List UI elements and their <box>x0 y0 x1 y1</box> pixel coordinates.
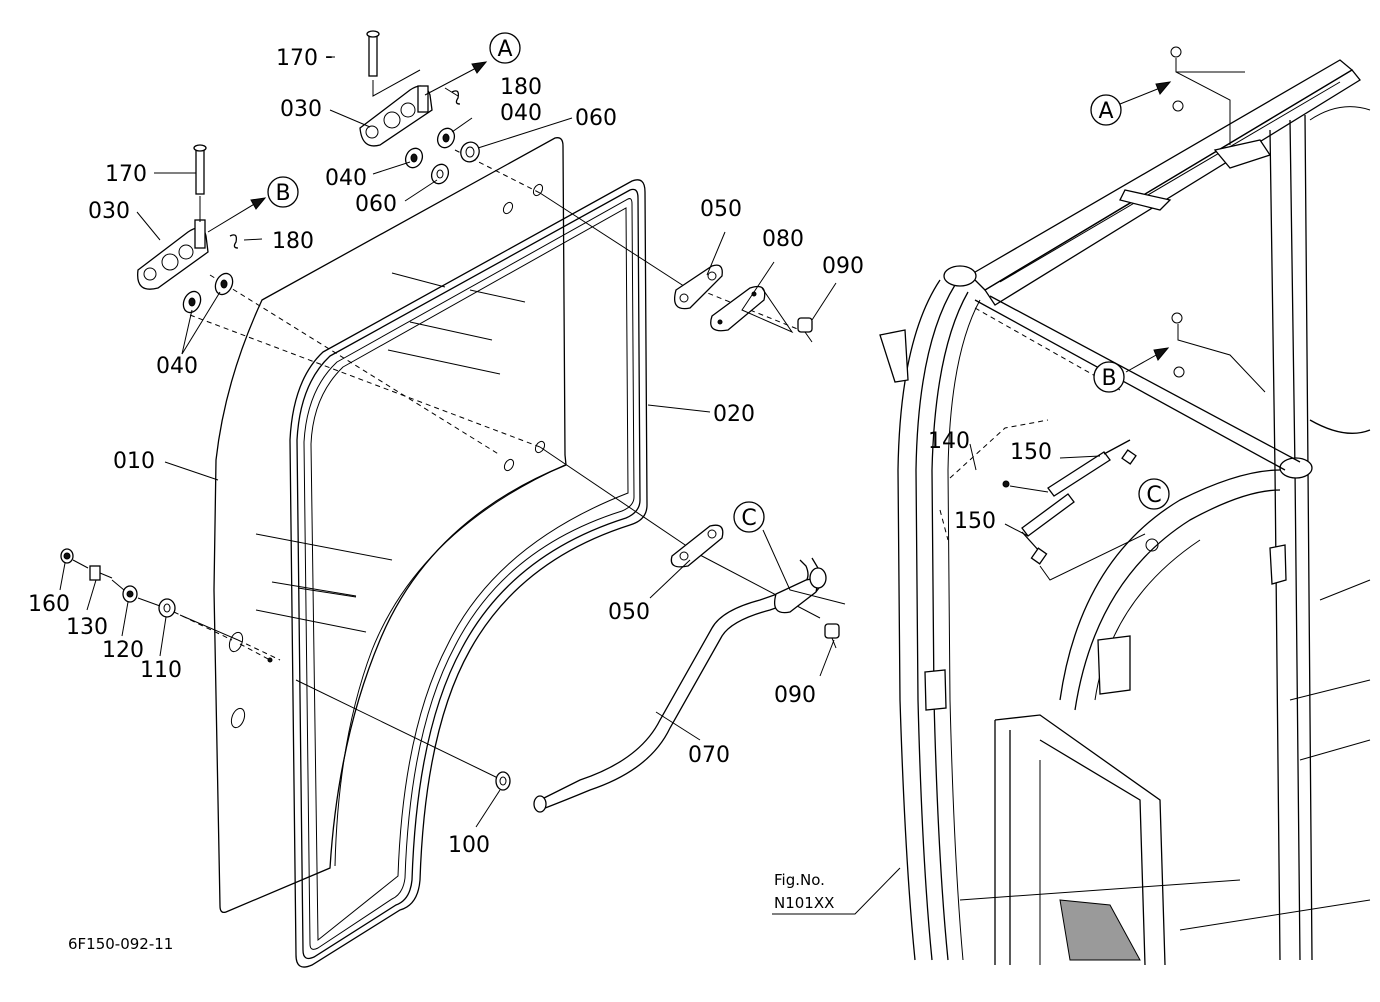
callout-180-lower: 180 <box>272 229 314 254</box>
callout-180-upper: 180 <box>500 75 542 100</box>
ref-a-right: A <box>1098 99 1113 124</box>
lower-hinge <box>137 219 209 290</box>
ref-circle-b-right <box>1093 361 1125 393</box>
door-seal <box>289 179 648 968</box>
ref-circle-c-left <box>733 501 765 533</box>
upper-pin <box>366 30 421 97</box>
ref-arrow-b-right <box>1125 347 1170 373</box>
ref-circle-a-right <box>1090 94 1122 126</box>
callout-170-upper: 170 <box>276 46 318 71</box>
ref-circle-a-left <box>489 32 521 64</box>
ref-arrow-a-left <box>424 61 488 96</box>
ref-c-left: C <box>741 506 756 531</box>
callout-130: 130 <box>66 615 108 640</box>
lower-pin <box>193 144 207 222</box>
ref-circle-c-right <box>1138 478 1170 510</box>
callout-140: 140 <box>928 429 970 454</box>
cab-frame <box>879 46 1371 966</box>
drawing-code: 6F150-092-11 <box>68 935 173 953</box>
ref-b-right: B <box>1101 366 1116 391</box>
ref-circle-b-left <box>267 176 299 208</box>
callout-dash: - <box>325 44 333 69</box>
callout-070: 070 <box>688 743 730 768</box>
callout-040-upper-right: 040 <box>500 101 542 126</box>
callout-090-upper: 090 <box>822 254 864 279</box>
callout-110: 110 <box>140 658 182 683</box>
ref-b-left: B <box>275 181 290 206</box>
plate-080 <box>710 285 766 332</box>
washers <box>182 127 480 314</box>
plate-050-lower <box>670 524 724 568</box>
leaders-left <box>59 56 846 828</box>
callout-010: 010 <box>113 449 155 474</box>
callout-040-lower: 040 <box>156 354 198 379</box>
callout-030-lower: 030 <box>88 199 130 224</box>
callout-040-upper-left: 040 <box>325 166 367 191</box>
gas-strut-top <box>1002 439 1137 497</box>
callout-050-upper: 050 <box>700 197 742 222</box>
callout-150-upper: 150 <box>1010 440 1052 465</box>
callout-060-upper-right: 060 <box>575 106 617 131</box>
fig-no-value: N101XX <box>774 894 834 912</box>
strut-bracket-140 <box>939 419 1146 581</box>
clip-180 <box>229 90 461 249</box>
callout-080: 080 <box>762 227 804 252</box>
callout-120: 120 <box>102 638 144 663</box>
ref-c-right: C <box>1146 483 1161 508</box>
gas-strut-bottom <box>1021 493 1075 565</box>
ref-a-left: A <box>497 37 512 62</box>
washer-100 <box>495 771 511 791</box>
callout-160: 160 <box>28 592 70 617</box>
glass-panel <box>213 137 567 914</box>
callout-170-lower: 170 <box>105 162 147 187</box>
callout-020: 020 <box>713 402 755 427</box>
alignment-lines <box>179 149 821 781</box>
callout-090-lower: 090 <box>774 683 816 708</box>
callout-050-lower: 050 <box>608 600 650 625</box>
handle-bar <box>533 557 827 813</box>
plate-050-upper <box>673 264 723 310</box>
callout-030-upper: 030 <box>280 97 322 122</box>
fastener-stack <box>60 548 273 663</box>
nut-090-upper <box>797 317 813 343</box>
nut-090-lower <box>824 623 840 649</box>
upper-hinge <box>359 85 433 147</box>
callout-060-upper-left: 060 <box>355 192 397 217</box>
callout-100: 100 <box>448 833 490 858</box>
ref-arrow-b-left <box>207 197 267 233</box>
fig-no-label: Fig.No. <box>774 871 825 889</box>
ref-arrow-a-right <box>1119 81 1172 105</box>
callout-150-lower: 150 <box>954 509 996 534</box>
